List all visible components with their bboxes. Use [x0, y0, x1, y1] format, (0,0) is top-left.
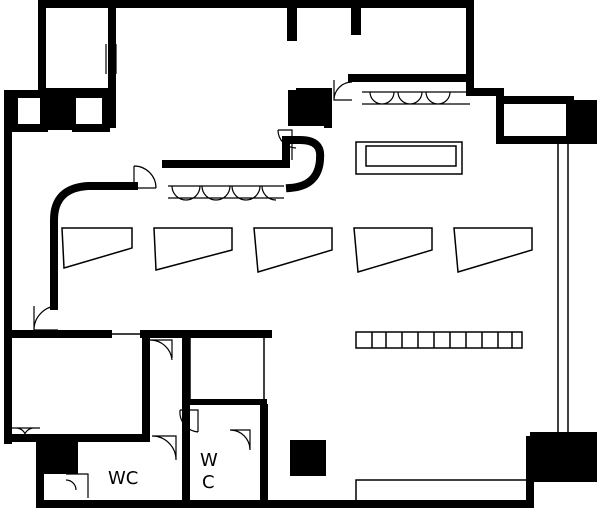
furniture	[61, 141, 533, 503]
column-right-top	[566, 100, 597, 144]
solid-columns	[8, 90, 597, 482]
table-3	[253, 227, 333, 273]
column-bottom-left	[40, 436, 78, 474]
wall-left-cols	[72, 90, 110, 132]
doors	[8, 44, 470, 498]
wall-right-wing	[496, 96, 574, 144]
door-corridor	[179, 409, 199, 433]
door-wc-left	[149, 339, 173, 361]
wall-curved	[50, 136, 325, 310]
folding-door-top	[362, 91, 470, 105]
wall-tower-outer	[38, 0, 474, 96]
door-curve	[277, 129, 297, 160]
shelf-dividers	[371, 332, 513, 348]
counter-bottom	[355, 479, 533, 503]
label-wc-left: WC	[108, 468, 138, 489]
column-top-left-a	[8, 94, 18, 128]
door-left	[33, 305, 59, 331]
door-mid-left	[133, 165, 157, 189]
column-right-bottom	[530, 432, 597, 482]
shelf-long	[355, 331, 523, 349]
window-left	[8, 427, 40, 439]
door-bottom-left	[65, 473, 89, 498]
folding-door-middle	[168, 185, 284, 201]
column-top-left-c	[104, 94, 116, 128]
tower-window	[105, 44, 117, 74]
table-5	[453, 227, 533, 273]
column-top-left-b	[40, 94, 76, 130]
walls	[4, 0, 574, 508]
column-center-top	[288, 90, 328, 126]
table-2	[153, 227, 233, 271]
door-wc-entry	[151, 435, 177, 461]
room-labels: WC W C	[108, 450, 218, 493]
label-wc-right-2: C	[202, 472, 215, 493]
counter-top	[355, 141, 463, 175]
table-4	[353, 227, 433, 273]
table-1	[61, 227, 133, 269]
column-floor	[290, 440, 326, 476]
label-wc-right-1: W	[200, 450, 218, 471]
door-top-right	[333, 80, 353, 101]
wall-top-right	[348, 74, 504, 96]
kitchen-block	[189, 331, 265, 403]
window-right	[557, 144, 569, 432]
door-wc-right	[229, 429, 251, 451]
wall-tower-left	[38, 0, 114, 96]
